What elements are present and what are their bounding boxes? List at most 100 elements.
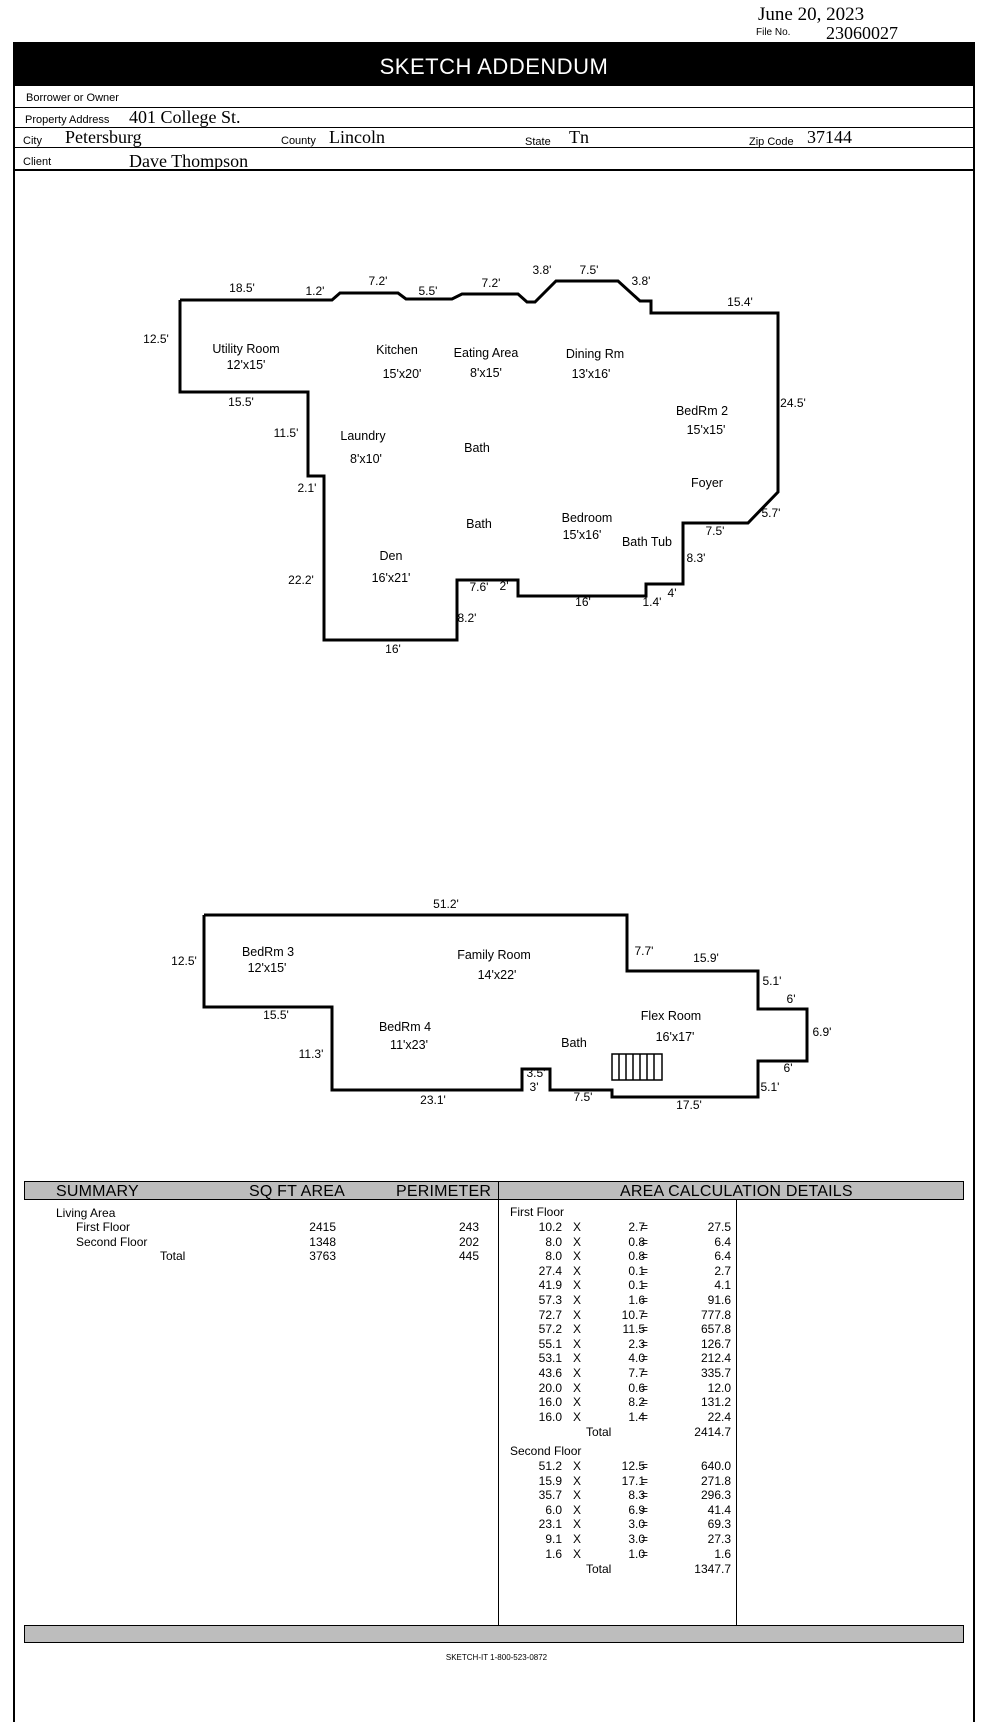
summary-row-perimeter: 445 — [458, 1249, 479, 1263]
calc-factor-a: 16.0 — [538, 1409, 562, 1424]
dimension-label: 51.2' — [433, 897, 459, 911]
second-floor-total: 1347.7 — [694, 1562, 731, 1576]
dimension-label: 22.2' — [288, 573, 314, 587]
dimension-label: 7.2' — [482, 276, 501, 290]
room-size: 16'x21' — [372, 571, 411, 585]
calc-factor-a: 20.0 — [538, 1380, 562, 1395]
calc-result: 4.1 — [714, 1278, 731, 1293]
dimension-label: 7.2' — [369, 274, 388, 288]
dimension-label: 3.8' — [632, 274, 651, 288]
second-floor-details-label: Second Floor — [510, 1444, 582, 1458]
calc-multiply-sign: X — [573, 1278, 582, 1293]
zip-value: 37144 — [807, 127, 852, 147]
calc-multiply-sign: X — [573, 1517, 582, 1532]
calc-factor-a: 1.6 — [545, 1546, 562, 1561]
calc-multiply-sign: X — [573, 1249, 582, 1264]
calc-equals-sign: = — [641, 1307, 649, 1322]
room-size: 13'x16' — [572, 367, 611, 381]
calc-result: 335.7 — [700, 1366, 731, 1380]
address-row: Property Address 401 College St. — [13, 107, 975, 128]
column-divider — [736, 1200, 737, 1625]
calc-multiply-sign: X — [573, 1409, 582, 1424]
county-label: County — [281, 135, 316, 147]
room-name: Eating Area — [454, 346, 519, 360]
city-row: City Petersburg County Lincoln State Tn … — [13, 127, 975, 148]
room-name: Bath Tub — [622, 535, 672, 549]
calc-factor-a: 55.1 — [538, 1336, 562, 1351]
dimension-label: 6' — [784, 1061, 793, 1075]
calc-result: 12.0 — [707, 1380, 731, 1395]
state-label: State — [525, 136, 551, 148]
summary-row-perimeter: 243 — [458, 1220, 479, 1234]
calc-equals-sign: = — [641, 1234, 649, 1249]
room-name: Family Room — [457, 948, 531, 962]
calc-factor-b: 0.8 — [628, 1234, 645, 1249]
summary-row-sqft: 1348 — [309, 1235, 336, 1249]
calc-multiply-sign: X — [573, 1366, 582, 1380]
dimension-label: 18.5' — [229, 281, 255, 295]
column-divider — [498, 1181, 499, 1625]
county-value: Lincoln — [329, 127, 385, 147]
calc-multiply-sign: X — [573, 1336, 582, 1351]
summary-row-sqft: 2415 — [309, 1220, 336, 1234]
calc-result: 6.4 — [714, 1249, 731, 1264]
dimension-label: 15.9' — [693, 951, 719, 965]
calc-factor-a: 57.2 — [538, 1322, 562, 1337]
client-label: Client — [23, 156, 52, 168]
city-label: City — [23, 135, 42, 147]
dimension-label: 24.5' — [780, 396, 806, 410]
dimension-label: 8.3' — [687, 551, 706, 565]
calc-result: 91.6 — [707, 1293, 731, 1307]
calc-equals-sign: = — [641, 1263, 649, 1278]
floor-plan-sketch: Utility Room 12'x15' Kitchen 15'x20' Eat… — [143, 263, 831, 1112]
calc-equals-sign: = — [641, 1502, 649, 1517]
footer-bar — [24, 1625, 964, 1643]
calc-factor-a: 9.1 — [545, 1532, 562, 1546]
calc-factor-a: 53.1 — [538, 1351, 562, 1366]
dimension-label: 5.1' — [761, 1080, 780, 1094]
dimension-label: 15.4' — [727, 295, 753, 309]
calc-result: 27.3 — [707, 1532, 731, 1546]
calc-equals-sign: = — [641, 1459, 649, 1473]
calc-multiply-sign: X — [573, 1380, 582, 1395]
calc-equals-sign: = — [641, 1351, 649, 1366]
room-name: Flex Room — [641, 1009, 701, 1023]
second-floor-outline — [202, 913, 809, 1099]
dimension-label: 16' — [385, 642, 401, 656]
state-value: Tn — [569, 127, 589, 147]
summary-heading: SUMMARY — [56, 1183, 139, 1200]
dimension-label: 6' — [787, 992, 796, 1006]
dimension-label: 3' — [530, 1080, 539, 1094]
calc-result: 22.4 — [707, 1409, 731, 1424]
calc-equals-sign: = — [641, 1336, 649, 1351]
calc-factor-b: 1.4 — [628, 1409, 645, 1424]
room-name: Foyer — [691, 476, 723, 490]
dimension-label: 2' — [500, 579, 509, 593]
client-row: Client Dave Thompson — [13, 150, 975, 171]
calc-equals-sign: = — [641, 1546, 649, 1561]
file-no-label: File No. — [756, 27, 791, 38]
room-name: Den — [380, 549, 403, 563]
calc-multiply-sign: X — [573, 1307, 582, 1322]
details-heading: AREA CALCULATION DETAILS — [620, 1183, 853, 1200]
calc-factor-b: 8.3 — [628, 1488, 645, 1503]
calc-factor-b: 0.6 — [628, 1380, 645, 1395]
dimension-label: 23.1' — [420, 1093, 446, 1107]
dimension-label: 7.6' — [470, 580, 489, 594]
sqft-heading: SQ FT AREA — [249, 1183, 345, 1200]
room-size: 14'x22' — [478, 968, 517, 982]
calc-multiply-sign: X — [573, 1488, 582, 1503]
calc-multiply-sign: X — [573, 1532, 582, 1546]
dimension-label: 15.5' — [263, 1008, 289, 1022]
calc-result: 69.3 — [707, 1517, 731, 1532]
